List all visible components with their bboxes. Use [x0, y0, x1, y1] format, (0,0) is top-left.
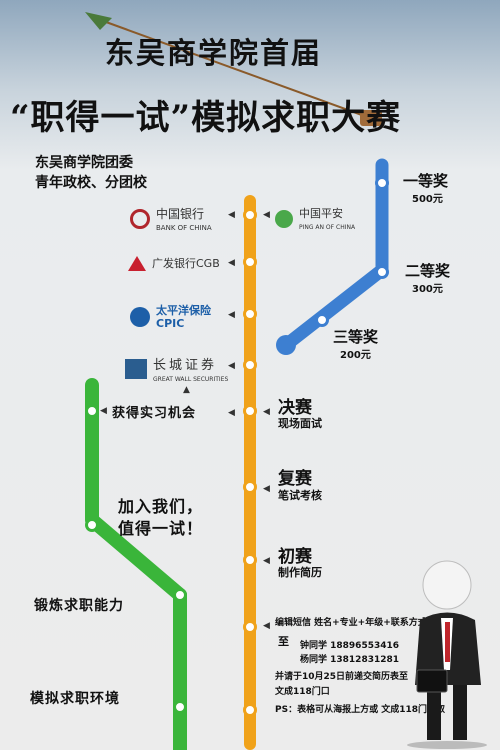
registration-to: 至 — [278, 635, 289, 648]
benefit-ability: 锻炼求职能力 — [34, 598, 124, 614]
station-dot — [375, 176, 389, 190]
registration-office: 文成118门口 — [275, 687, 330, 697]
businessman-figure — [407, 560, 487, 749]
stage-semifinal-detail: 笔试考核 — [278, 489, 322, 502]
pointer-left-icon: ◀ — [263, 210, 270, 220]
cpic-logo — [130, 307, 150, 327]
great-wall-securities-logo — [125, 359, 147, 379]
station-dot — [243, 553, 257, 567]
stage-final-detail: 现场面试 — [278, 417, 322, 430]
station-dot — [85, 518, 99, 532]
sponsor-cgb: 广发银行CGB — [128, 255, 220, 271]
blue-track-end — [276, 335, 296, 355]
pointer-left-icon: ◀ — [228, 258, 235, 268]
pointer-left-icon: ◀ — [263, 484, 270, 494]
registration-contact-1: 钟同学 18896553416 — [300, 641, 400, 651]
prize-first: 一等奖 — [403, 172, 449, 190]
slogan-join-line-1: 加入我们， — [118, 497, 204, 516]
prize-second-amount: 300元 — [412, 284, 443, 295]
registration-deadline: 并请于10月25日前递交简历表至 — [275, 672, 409, 682]
station-dot — [243, 255, 257, 269]
pointer-left-icon: ◀ — [100, 406, 107, 416]
stage-semifinal: 复赛 — [278, 469, 312, 489]
pointer-up-icon: ▲ — [183, 385, 190, 395]
title-line-1: 东吴商学院首届 — [105, 36, 323, 70]
pointer-left-icon: ◀ — [228, 408, 235, 418]
station-dot — [375, 265, 389, 279]
prize-third-amount: 200元 — [340, 350, 371, 361]
station-dot — [173, 700, 187, 714]
station-dot — [243, 480, 257, 494]
prize-first-amount: 500元 — [412, 194, 443, 205]
station-dot — [85, 404, 99, 418]
bank-of-china-logo — [130, 209, 150, 229]
registration-contact-2: 杨同学 13812831281 — [300, 655, 400, 665]
pointer-left-icon: ◀ — [263, 621, 270, 631]
slogan-join-line-2: 值得一试！ — [118, 519, 204, 538]
stage-final: 决赛 — [278, 398, 312, 418]
pointer-left-icon: ◀ — [228, 210, 235, 220]
station-dot — [315, 313, 329, 327]
title-line-2: “职得一试”模拟求职大赛 — [10, 98, 402, 138]
station-dot — [243, 703, 257, 717]
benefit-internship: 获得实习机会 — [112, 406, 197, 421]
sponsor-bank-of-china: 中国银行 BANK OF CHINA — [130, 205, 212, 233]
stage-preliminary: 初赛 — [278, 547, 312, 567]
station-dot — [243, 404, 257, 418]
arrow-decoration — [85, 12, 382, 126]
sponsor-cpic: 太平洋保险 CPIC — [130, 304, 218, 330]
station-dot — [243, 358, 257, 372]
registration-sms: 编辑短信 姓名+专业+年级+联系方式 — [275, 618, 427, 628]
station-dot — [243, 208, 257, 222]
pointer-left-icon: ◀ — [263, 556, 270, 566]
organizer-line-2: 青年政校、分团校 — [35, 175, 147, 191]
organizer-line-1: 东吴商学院团委 — [35, 155, 133, 171]
prize-third: 三等奖 — [333, 328, 379, 346]
registration-ps: PS：表格可从海报上方或 文成118门口取 — [275, 705, 445, 715]
ping-an-logo — [275, 209, 293, 228]
benefit-environment: 模拟求职环境 — [30, 691, 120, 707]
pointer-left-icon: ◀ — [228, 310, 235, 320]
pointer-left-icon: ◀ — [228, 361, 235, 371]
prize-second: 二等奖 — [405, 262, 451, 280]
station-dot — [243, 620, 257, 634]
sponsor-ping-an: 中国平安 PING AN OF CHINA — [275, 205, 355, 232]
sponsor-great-wall: 长城证券 GREAT WALL SECURITIES — [125, 354, 228, 384]
station-dot — [173, 588, 187, 602]
station-dot — [243, 307, 257, 321]
orange-track — [244, 195, 256, 750]
cgb-logo — [128, 255, 146, 271]
stage-preliminary-detail: 制作简历 — [278, 566, 322, 579]
pointer-left-icon: ◀ — [263, 407, 270, 417]
